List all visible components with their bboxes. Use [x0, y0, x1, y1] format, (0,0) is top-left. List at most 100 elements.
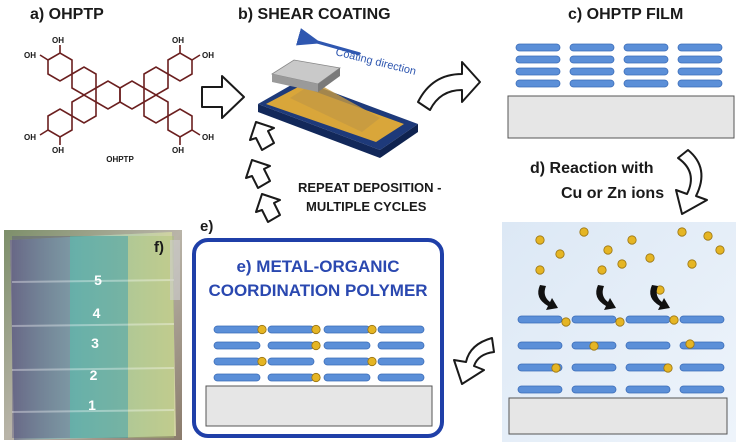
metal-ion: [535, 265, 545, 275]
arrow-a-to-b: [201, 75, 245, 119]
deposition-step-number: 1: [88, 397, 96, 413]
coating-direction-text: Coating direction: [334, 46, 417, 78]
metal-ion: [615, 317, 625, 327]
metal-ion: [669, 315, 679, 325]
molecule-rod: [677, 79, 723, 88]
deposition-step-number: 3: [91, 335, 99, 351]
molecule-rod: [569, 43, 615, 52]
molecule-rod: [517, 385, 563, 394]
film-c-substrate: [507, 95, 735, 139]
molecule-rod: [623, 55, 669, 64]
molecule-rod: [377, 325, 425, 334]
metal-ion: [551, 363, 561, 373]
molecule-rod: [569, 79, 615, 88]
molecule-rod: [213, 373, 261, 382]
molecule-caption: OHPTP: [106, 155, 134, 164]
deposition-step-number: 2: [90, 367, 98, 383]
reacting-film: [517, 315, 725, 394]
arrow-b-to-c: [417, 61, 481, 111]
metal-ions: [535, 227, 725, 295]
metal-ion: [677, 227, 687, 237]
metal-ion: [311, 340, 321, 351]
molecule-rod: [625, 363, 671, 372]
molecule-rod: [323, 373, 371, 382]
molecule-rod: [571, 315, 617, 324]
molecule-rod: [677, 55, 723, 64]
metal-ion: [311, 324, 321, 335]
svg-text:OH: OH: [24, 51, 36, 60]
molecule-rod: [377, 373, 425, 382]
molecule-rod: [377, 341, 425, 350]
svg-text:OH: OH: [202, 51, 214, 60]
deposition-step-number: 5: [94, 272, 102, 288]
molecule-rod: [569, 55, 615, 64]
svg-text:OH: OH: [172, 36, 184, 45]
panel-a-label: a) OHPTP: [30, 6, 104, 23]
deposition-step-labels: 5 4 3 2 1: [88, 272, 102, 413]
metal-ion: [617, 259, 627, 269]
molecule-rod: [517, 341, 563, 350]
coordination-film: [213, 324, 425, 383]
shear-coating-device: [258, 59, 418, 158]
metal-ion: [257, 324, 267, 335]
ohptp-film: [515, 43, 723, 88]
molecule-rod: [623, 79, 669, 88]
metal-ion: [715, 245, 725, 255]
molecule-rod: [677, 43, 723, 52]
molecule-rod: [515, 67, 561, 76]
molecule-rod: [267, 325, 315, 334]
molecule-rod: [679, 363, 725, 372]
ohptp-molecule: [39, 45, 201, 145]
molecule-rod: [679, 315, 725, 324]
ion-insertion-arrows: [538, 285, 670, 310]
molecule-rod: [267, 373, 315, 382]
molecule-rod: [213, 357, 261, 366]
panel-f-label: f): [154, 239, 164, 256]
molecule-rod: [625, 315, 671, 324]
molecule-rod: [515, 43, 561, 52]
coordination-title-line1: e) METAL-ORGANIC: [236, 257, 399, 276]
metal-ion: [311, 372, 321, 383]
molecule-rod: [517, 363, 563, 372]
molecule-rod: [623, 43, 669, 52]
molecule-rod: [517, 315, 563, 324]
metal-ion: [561, 317, 571, 327]
svg-text:OH: OH: [172, 146, 184, 155]
molecule-rod: [679, 385, 725, 394]
panel-c-label: c) OHPTP FILM: [568, 6, 684, 23]
svg-text:OH: OH: [202, 133, 214, 142]
metal-ion: [367, 356, 377, 367]
panel-e-letter: e): [200, 218, 214, 235]
molecule-rod: [213, 325, 261, 334]
coordination-title-line2: COORDINATION POLYMER: [208, 281, 427, 300]
coating-direction-arrow: [296, 28, 361, 56]
molecule-rod: [377, 357, 425, 366]
repeat-arrows: [245, 121, 281, 223]
metal-ion: [589, 341, 599, 351]
metal-ion: [367, 324, 377, 335]
svg-text:OH: OH: [52, 146, 64, 155]
molecule-rod: [569, 67, 615, 76]
molecule-rod: [515, 79, 561, 88]
film-e-substrate: [205, 385, 433, 427]
deposition-step-number: 4: [93, 305, 101, 321]
metal-ion: [703, 231, 713, 241]
device-photo: [4, 230, 182, 440]
svg-text:OH: OH: [24, 133, 36, 142]
molecule-rod: [323, 357, 371, 366]
metal-ion: [663, 363, 673, 373]
metal-ion: [257, 356, 267, 367]
panel-d-label-line1: d) Reaction with: [530, 160, 654, 177]
molecule-rod: [323, 325, 371, 334]
molecule-rod: [267, 357, 315, 366]
molecule-rod: [625, 385, 671, 394]
metal-ion: [555, 249, 565, 259]
panel-d-label-line2: Cu or Zn ions: [561, 185, 665, 202]
molecule-rod: [213, 341, 261, 350]
molecule-rod: [323, 341, 371, 350]
molecule-rod: [677, 67, 723, 76]
molecule-rod: [267, 341, 315, 350]
repeat-text-line2: MULTIPLE CYCLES: [306, 199, 427, 214]
metal-ion: [687, 259, 697, 269]
